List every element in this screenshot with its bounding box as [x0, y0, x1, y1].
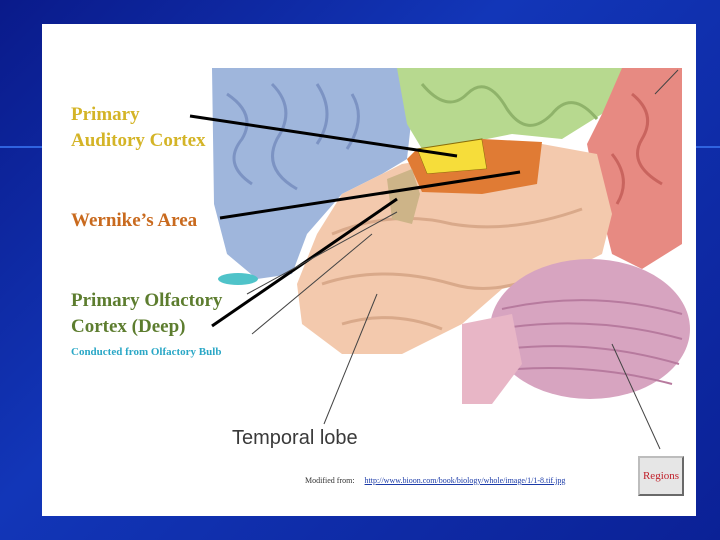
- olfactory-line-2: Cortex (Deep): [71, 314, 222, 340]
- decorative-line-left: [0, 146, 42, 148]
- credit-link[interactable]: http://www.bioon.com/book/biology/whole/…: [365, 476, 566, 485]
- credit-prefix: Modified from:: [305, 476, 355, 485]
- label-temporal-lobe: Temporal lobe: [232, 427, 358, 450]
- image-credit: Modified from: http://www.bioon.com/book…: [305, 476, 565, 485]
- brain-illustration: [42, 24, 696, 516]
- decorative-line-right: [696, 146, 720, 148]
- label-primary-auditory-cortex: Primary Auditory Cortex: [71, 102, 206, 154]
- olfactory-line-1: Primary Olfactory: [71, 288, 222, 314]
- auditory-line-2: Auditory Cortex: [71, 128, 206, 154]
- slide: Primary Auditory Cortex Wernike’s Area P…: [42, 24, 696, 516]
- label-wernickes-area: Wernike’s Area: [71, 210, 197, 232]
- label-primary-olfactory-cortex: Primary Olfactory Cortex (Deep): [71, 288, 222, 340]
- label-olfactory-sub: Conducted from Olfactory Bulb: [71, 346, 221, 358]
- auditory-line-1: Primary: [71, 102, 206, 128]
- regions-button[interactable]: Regions: [638, 456, 684, 496]
